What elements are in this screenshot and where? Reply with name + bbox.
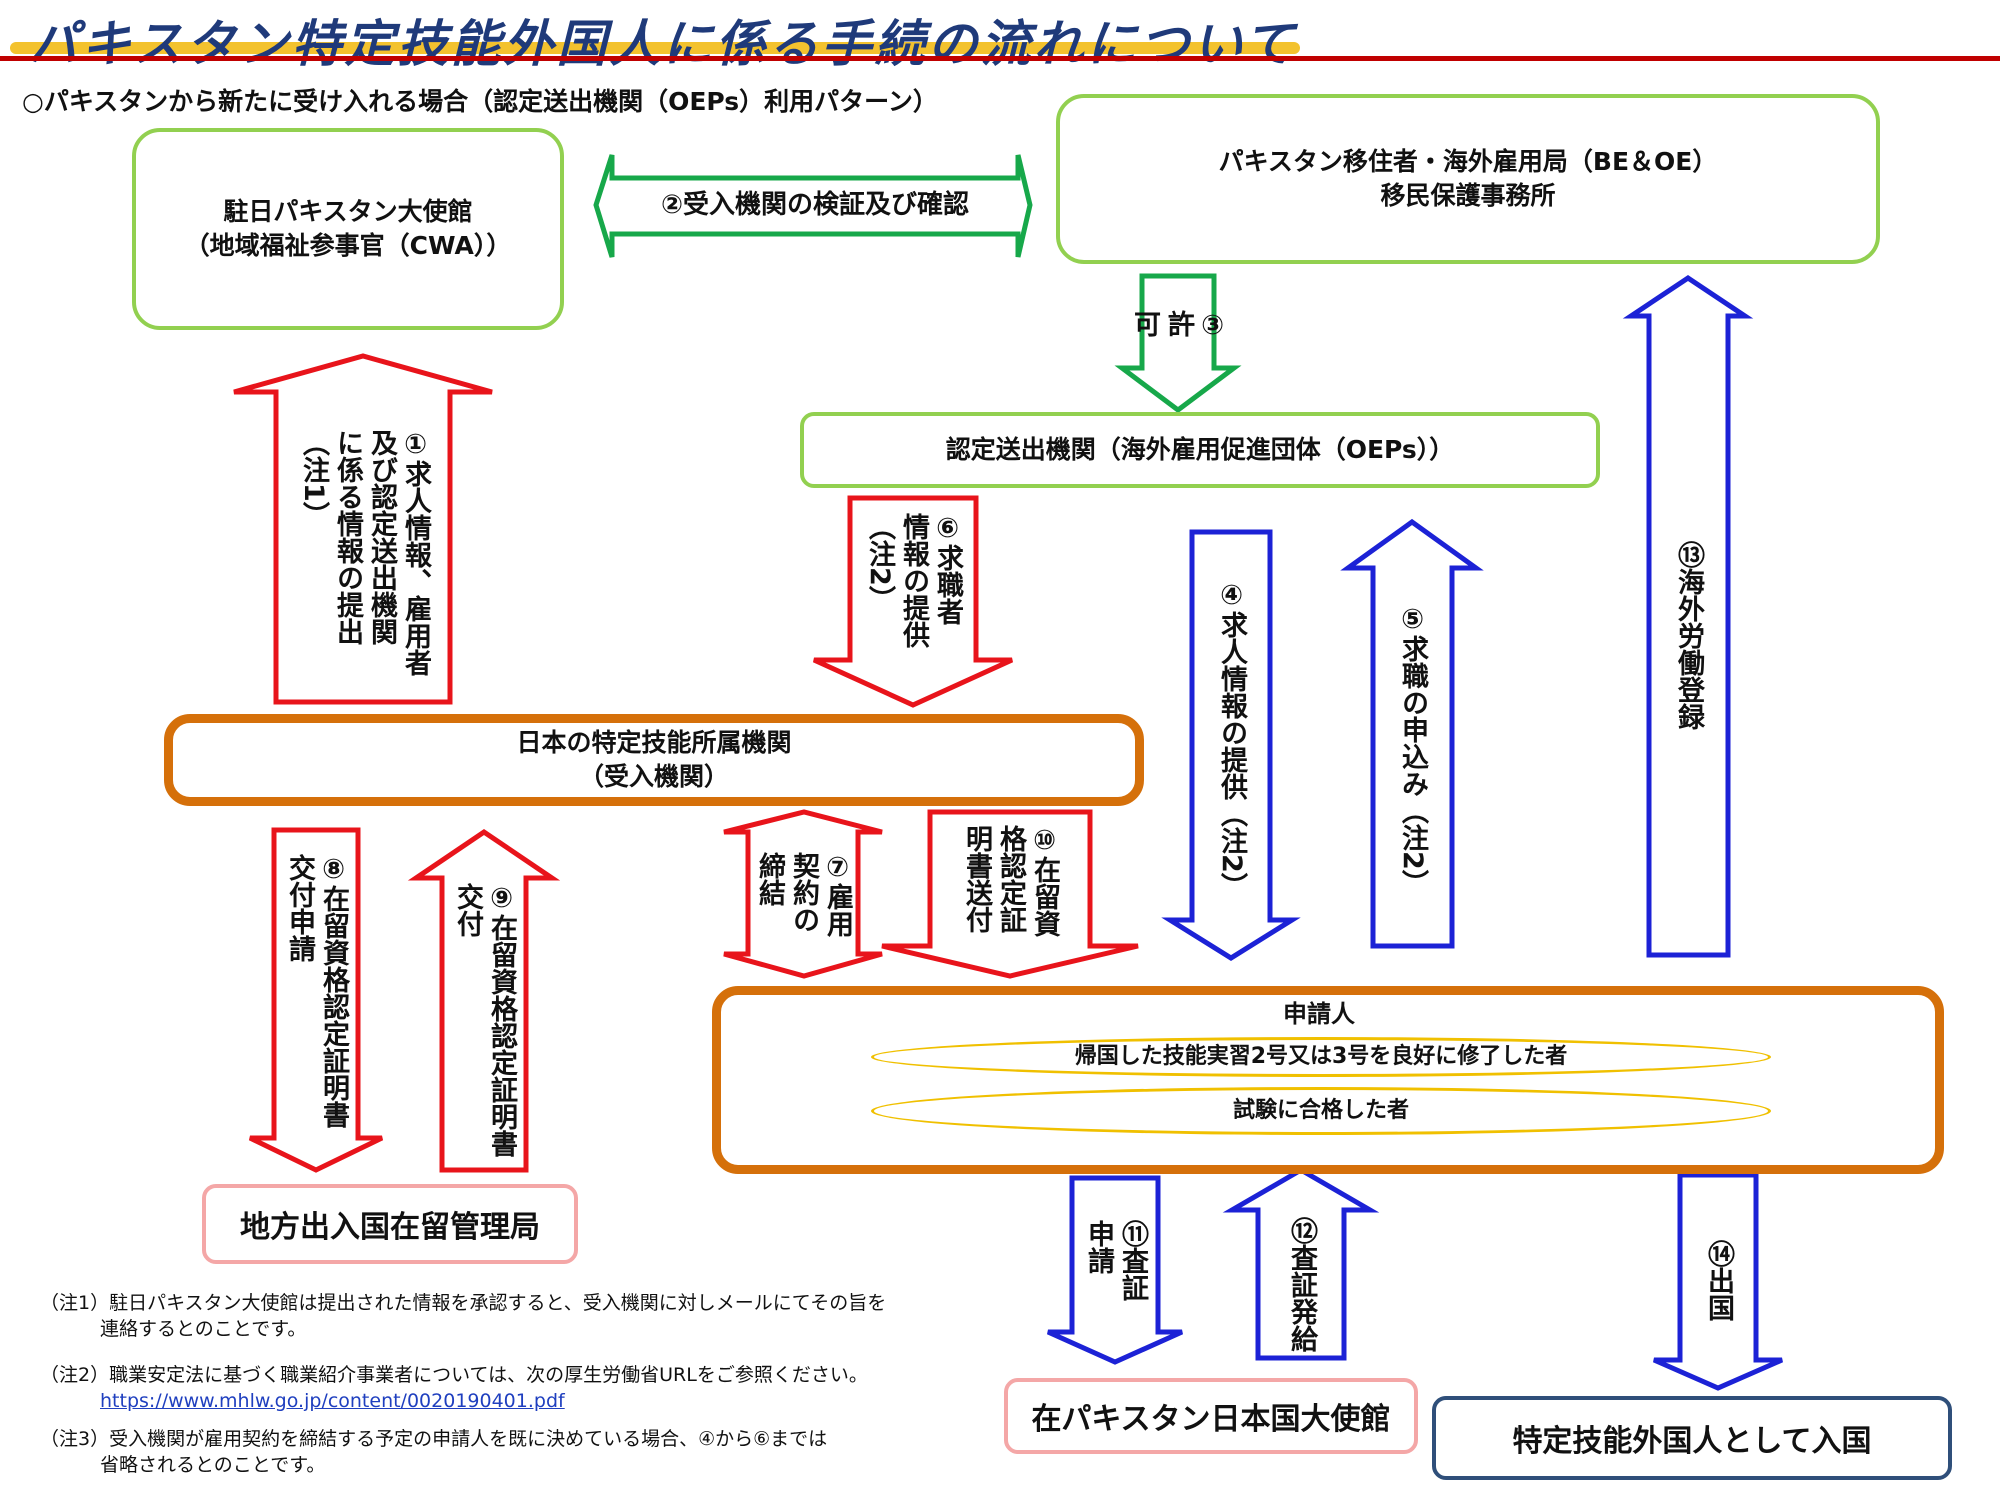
applicant-item-exam-label: 試験に合格した者 — [1232, 1098, 1409, 1123]
note3-line1: （注3）受入機関が雇用契約を締結する予定の申請人を既に決めている場合、④から⑥ま… — [40, 1428, 828, 1450]
step2-label: ②受入機関の検証及び確認 — [660, 190, 969, 220]
node-pakistan-embassy-line1: 駐日パキスタン大使館 — [223, 197, 473, 226]
step10-label: ⑩在留資 格認定証 明書送付 — [961, 825, 1060, 937]
subtitle: ○パキスタンから新たに受け入れる場合（認定送出機関（OEPs）利用パターン） — [22, 87, 938, 116]
node-immigration-bureau: 地方出入国在留管理局 — [202, 1184, 578, 1264]
node-receiving-line2: （受入機関） — [578, 762, 729, 791]
arrow-step8 — [248, 827, 384, 1173]
step9-label: ⑨在留資格認定証明書 交付 — [452, 883, 517, 1157]
step12-label: ⑫査証発給 — [1286, 1216, 1317, 1352]
note1-line1: （注1）駐日パキスタン大使館は提出された情報を承認すると、受入機関に対しメールに… — [40, 1292, 887, 1314]
arrow-step3 — [1114, 273, 1242, 414]
note2-line1: （注2）職業安定法に基づく職業紹介事業者については、次の厚生労働省URLをご参照… — [40, 1364, 868, 1386]
step14-label: ⑭出国 — [1703, 1239, 1734, 1321]
arrow-step1 — [233, 353, 493, 705]
arrow-step4 — [1161, 529, 1301, 961]
step6-label: ⑥求職者 情報の提供 （注2） — [864, 512, 963, 648]
step4-label: ④求人情報の提供（注2） — [1216, 580, 1247, 900]
step5-label: ⑤求職の申込み（注2） — [1397, 603, 1428, 897]
node-receiving-org: 日本の特定技能所属機関 （受入機関） — [164, 714, 1144, 806]
step3-label: ③ 許 可 — [1129, 309, 1228, 341]
arrow-step7 — [723, 809, 883, 979]
step13-label: ⑬海外労働登録 — [1673, 540, 1704, 730]
node-oeps: 認定送出機関（海外雇用促進団体（OEPs）） — [800, 412, 1600, 488]
node-entry-label: 特定技能外国人として入国 — [1512, 1424, 1872, 1459]
page-title: パキスタン特定技能外国人に係る手続の流れについて — [28, 15, 1297, 73]
node-pakistan-embassy: 駐日パキスタン大使館 （地域福祉参事官（CWA）） — [132, 128, 564, 330]
step11-label: ⑪査証 申請 — [1083, 1219, 1148, 1301]
arrow-step10 — [881, 809, 1139, 979]
note1-line2: 連絡するとのことです。 — [100, 1318, 307, 1340]
arrow-step9 — [407, 828, 561, 1173]
node-japan-embassy: 在パキスタン日本国大使館 — [1004, 1378, 1418, 1454]
arrow-step12 — [1222, 1167, 1380, 1361]
applicant-item-trainee: 帰国した技能実習2号又は3号を良好に修了した者 — [871, 1037, 1771, 1077]
node-beoe-line2: 移民保護事務所 — [1380, 181, 1556, 210]
node-beoe-line1: パキスタン移住者・海外雇用局（BE＆OE） — [1218, 147, 1718, 176]
node-japan-embassy-label: 在パキスタン日本国大使館 — [1031, 1402, 1391, 1437]
node-applicant: 申請人 帰国した技能実習2号又は3号を良好に修了した者 試験に合格した者 — [712, 986, 1944, 1174]
note3-line2: 省略されるとのことです。 — [100, 1454, 326, 1476]
applicant-item-exam: 試験に合格した者 — [871, 1087, 1771, 1135]
applicant-title: 申請人 — [1283, 1000, 1355, 1028]
node-entry: 特定技能外国人として入国 — [1432, 1396, 1952, 1480]
step8-label: ⑧在留資格認定証明書 交付申請 — [284, 854, 349, 1128]
node-beoe: パキスタン移住者・海外雇用局（BE＆OE） 移民保護事務所 — [1056, 94, 1880, 264]
node-receiving-line1: 日本の特定技能所属機関 — [516, 728, 792, 757]
arrow-step13 — [1622, 274, 1754, 958]
node-oeps-label: 認定送出機関（海外雇用促進団体（OEPs）） — [945, 435, 1455, 464]
title-highlight — [10, 42, 1300, 54]
node-immigration-label: 地方出入国在留管理局 — [240, 1210, 540, 1245]
step1-label: ①求人情報、雇用者 及び認定送出機関 に係る情報の提出 （注1） — [298, 428, 431, 676]
title-divider — [0, 56, 2000, 61]
node-pakistan-embassy-line2: （地域福祉参事官（CWA）） — [184, 231, 512, 260]
arrow-step14 — [1652, 1172, 1784, 1391]
arrow-step5 — [1340, 518, 1484, 949]
arrow-step11 — [1046, 1175, 1184, 1365]
arrow-step2 — [593, 154, 1033, 258]
note2-url-link[interactable]: https://www.mhlw.go.jp/content/002019040… — [100, 1390, 565, 1412]
applicant-item-trainee-label: 帰国した技能実習2号又は3号を良好に修了した者 — [1074, 1044, 1568, 1069]
arrow-step6 — [812, 495, 1014, 708]
step7-label: ⑦雇用 契約の 締結 — [754, 851, 853, 937]
